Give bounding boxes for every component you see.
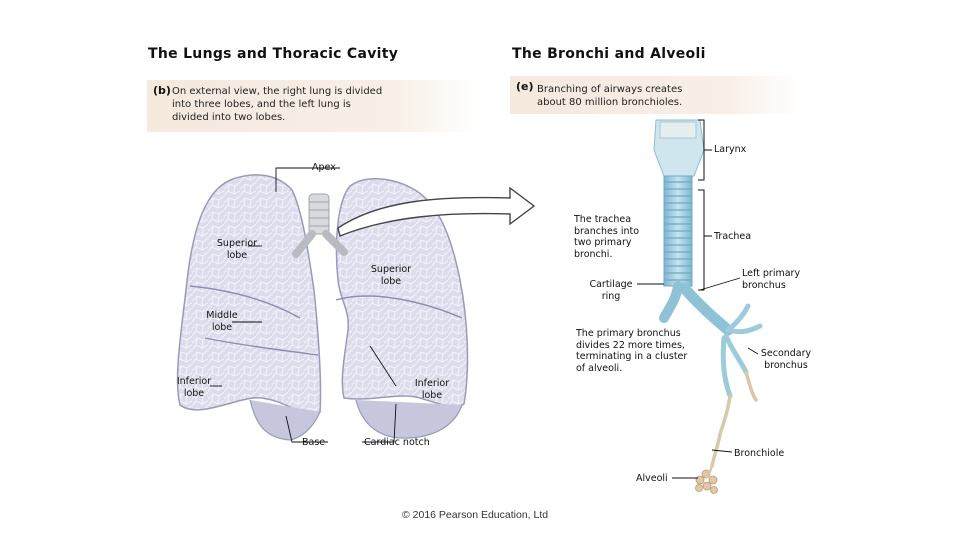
label-apex: Apex bbox=[312, 162, 336, 173]
pointer-arrow bbox=[337, 186, 536, 237]
label-superior-lobe-right: Superior lobe bbox=[216, 238, 258, 261]
airway-tree bbox=[653, 119, 763, 494]
label-cardiac-notch: Cardiac notch bbox=[364, 437, 430, 448]
note-primary-bronchus-divides: The primary bronchus divides 22 more tim… bbox=[576, 328, 688, 374]
label-inferior-lobe-right: Inferior lobe bbox=[176, 376, 212, 399]
label-left-primary-bronchus: Left primary bronchus bbox=[742, 268, 801, 291]
label-base: Base bbox=[302, 437, 326, 448]
lungs-title: The Lungs and Thoracic Cavity bbox=[148, 46, 399, 62]
caption-text: On external view, the right lung is divi… bbox=[172, 86, 383, 123]
label-inferior-lobe-left: Inferior lobe bbox=[414, 378, 450, 401]
caption-bronchi: (e) Branching of airways creates about 8… bbox=[510, 76, 800, 114]
copyright-notice: © 2016 Pearson Education, Ltd bbox=[402, 509, 549, 521]
label-larynx: Larynx bbox=[714, 144, 747, 155]
caption-lungs: (b) On external view, the right lung is … bbox=[147, 80, 477, 132]
bronchi-title: The Bronchi and Alveoli bbox=[512, 46, 706, 62]
leader-lines bbox=[210, 167, 759, 479]
caption-letter: (e) bbox=[516, 80, 534, 93]
label-superior-lobe-left: Superior lobe bbox=[370, 264, 412, 287]
label-secondary-bronchus: Secondary bronchus bbox=[760, 348, 812, 371]
caption-letter: (b) bbox=[153, 84, 171, 97]
caption-text: Branching of airways creates about 80 mi… bbox=[537, 84, 683, 108]
right-lung bbox=[176, 174, 322, 441]
label-trachea: Trachea bbox=[714, 231, 752, 242]
label-bronchiole: Bronchiole bbox=[734, 448, 785, 459]
lung-trachea bbox=[292, 193, 348, 258]
label-middle-lobe: Middle lobe bbox=[206, 310, 238, 333]
note-trachea-branches: The trachea branches into two primary br… bbox=[574, 214, 640, 260]
label-alveoli: Alveoli bbox=[636, 473, 668, 484]
label-cartilage-ring: Cartilage ring bbox=[589, 279, 633, 302]
